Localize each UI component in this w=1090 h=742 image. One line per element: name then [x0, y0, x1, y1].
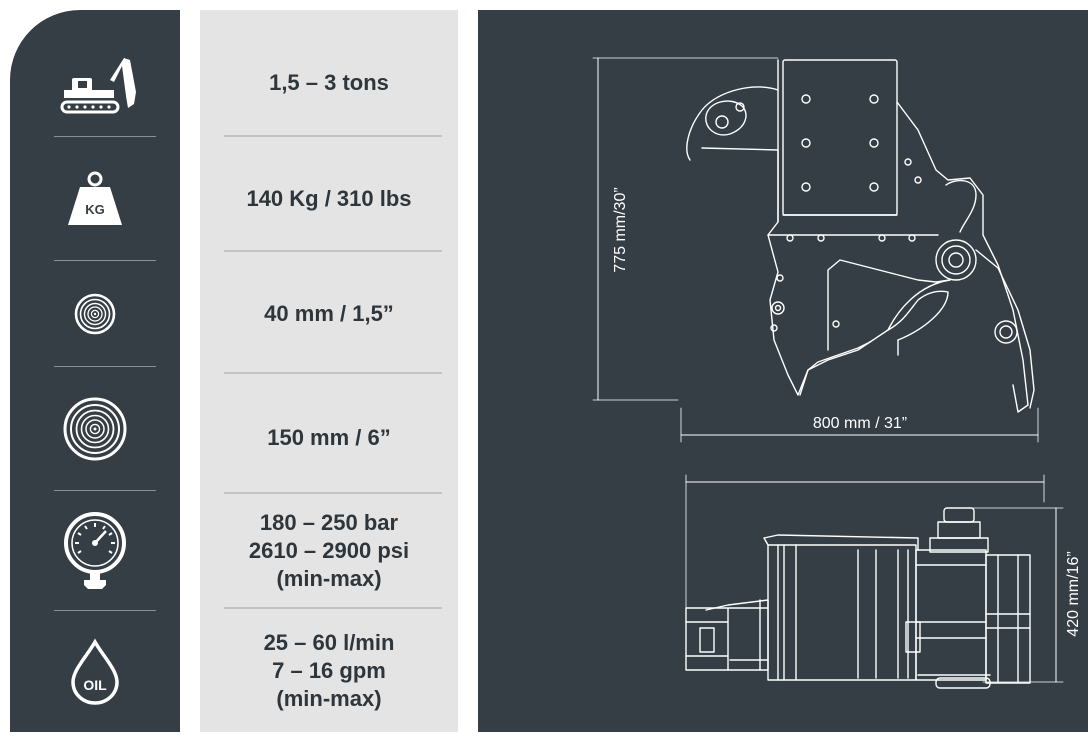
weight-icon-text: KG [85, 202, 105, 217]
icon-divider [54, 490, 156, 491]
spec-line: 7 – 16 gpm [272, 657, 386, 683]
height-dimension-label: 775 mm/30” [612, 187, 629, 272]
spec-line: (min-max) [276, 685, 382, 711]
spec-min-diameter: 40 mm / 1,5” [200, 256, 458, 372]
large-log-icon [10, 367, 180, 490]
spec-divider [224, 135, 442, 137]
icon-column: KG [10, 10, 180, 732]
oil-drop-icon: OIL [10, 611, 180, 732]
spec-divider [224, 492, 442, 494]
drawing-panel: 775 mm/30” 800 mm / 31” 420 mm/16” [478, 10, 1088, 732]
icon-divider [54, 366, 156, 367]
spec-line: (min-max) [276, 566, 382, 591]
depth-dimension-label: 420 mm/16” [1065, 551, 1082, 636]
weight-kg-icon: KG [10, 137, 180, 260]
spec-column: 1,5 – 3 tons 140 Kg / 310 lbs 40 mm / 1,… [200, 10, 458, 732]
spec-weight: 140 Kg / 310 lbs [200, 137, 458, 260]
spec-line: 140 Kg / 310 lbs [246, 185, 412, 211]
top-view-drawing [685, 474, 1064, 689]
spec-max-diameter: 150 mm / 6” [200, 382, 458, 494]
small-log-icon [10, 261, 180, 366]
spec-divider [224, 250, 442, 252]
front-view-drawing [592, 57, 1039, 443]
icon-divider [54, 260, 156, 261]
spec-pressure: 180 – 250 bar 2610 – 2900 psi (min-max) [200, 496, 458, 606]
spec-line: 150 mm / 6” [267, 425, 391, 450]
spec-divider [224, 372, 442, 374]
spec-divider [224, 607, 442, 609]
spec-capacity: 1,5 – 3 tons [200, 30, 458, 136]
spec-line: 180 – 250 bar [259, 510, 399, 535]
icon-divider [54, 610, 156, 611]
oil-icon-text: OIL [83, 677, 107, 693]
spec-line: 40 mm / 1,5” [264, 301, 394, 326]
spec-line: 1,5 – 3 tons [269, 70, 389, 95]
spec-line: 2610 – 2900 psi [248, 538, 410, 563]
icon-divider [54, 136, 156, 137]
spec-flow: 25 – 60 l/min 7 – 16 gpm (min-max) [200, 611, 458, 730]
excavator-icon [10, 30, 180, 136]
spec-line: 25 – 60 l/min [263, 629, 395, 655]
pressure-gauge-icon [10, 491, 180, 610]
width-dimension-label: 800 mm / 31” [813, 415, 907, 432]
